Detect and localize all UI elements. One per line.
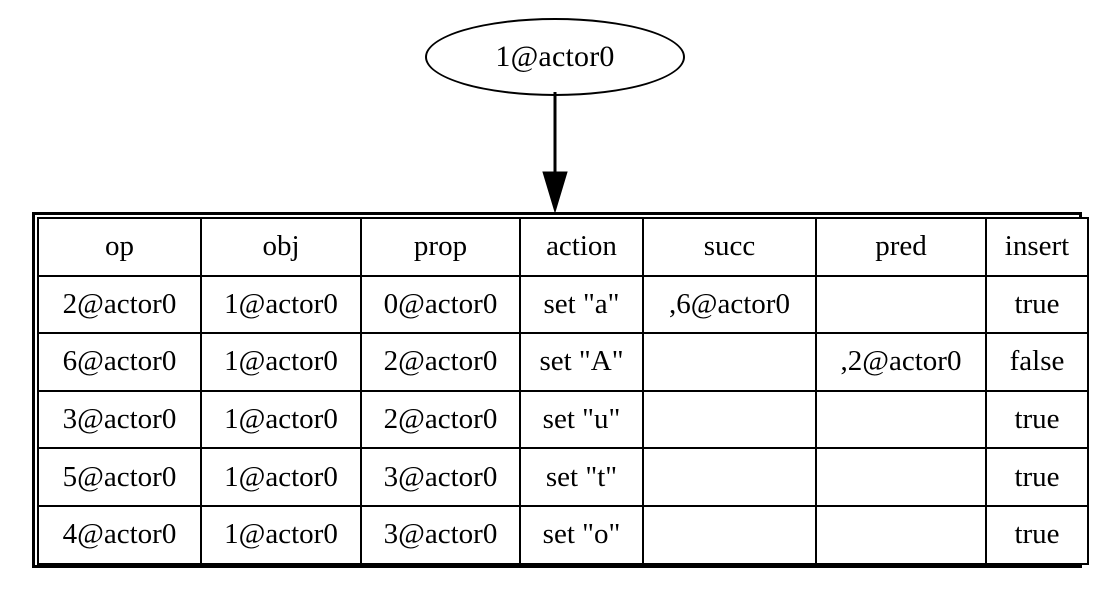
cell-succ bbox=[642, 447, 817, 507]
table-row: 5@actor0 1@actor0 3@actor0 set "t" true bbox=[37, 447, 1089, 507]
cell-prop: 3@actor0 bbox=[360, 447, 521, 507]
cell-pred bbox=[815, 504, 987, 565]
table-header-row: op obj prop action succ pred insert bbox=[37, 217, 1089, 277]
edge-arrow-node-to-table bbox=[542, 92, 568, 214]
cell-obj: 1@actor0 bbox=[200, 389, 362, 450]
node-actor-ellipse[interactable]: 1@actor0 bbox=[425, 18, 685, 96]
column-header-action: action bbox=[519, 217, 644, 277]
cell-action: set "A" bbox=[519, 332, 644, 392]
cell-succ bbox=[642, 332, 817, 392]
cell-prop: 0@actor0 bbox=[360, 274, 521, 335]
cell-pred bbox=[815, 447, 987, 507]
cell-prop: 2@actor0 bbox=[360, 332, 521, 392]
cell-action: set "u" bbox=[519, 389, 644, 450]
cell-insert: false bbox=[985, 332, 1089, 392]
op-table: op obj prop action succ pred insert 2@ac… bbox=[32, 212, 1089, 568]
cell-succ bbox=[642, 389, 817, 450]
column-header-pred: pred bbox=[815, 217, 987, 277]
column-header-prop: prop bbox=[360, 217, 521, 277]
cell-action: set "o" bbox=[519, 504, 644, 565]
column-header-op: op bbox=[37, 217, 202, 277]
cell-prop: 3@actor0 bbox=[360, 504, 521, 565]
cell-obj: 1@actor0 bbox=[200, 504, 362, 565]
cell-pred: ,2@actor0 bbox=[815, 332, 987, 392]
cell-succ: ,6@actor0 bbox=[642, 274, 817, 335]
cell-pred bbox=[815, 274, 987, 335]
cell-op: 5@actor0 bbox=[37, 447, 202, 507]
cell-prop: 2@actor0 bbox=[360, 389, 521, 450]
cell-insert: true bbox=[985, 447, 1089, 507]
table-row: 3@actor0 1@actor0 2@actor0 set "u" true bbox=[37, 389, 1089, 450]
table-row: 4@actor0 1@actor0 3@actor0 set "o" true bbox=[37, 504, 1089, 565]
cell-succ bbox=[642, 504, 817, 565]
cell-pred bbox=[815, 389, 987, 450]
column-header-obj: obj bbox=[200, 217, 362, 277]
cell-action: set "a" bbox=[519, 274, 644, 335]
cell-obj: 1@actor0 bbox=[200, 447, 362, 507]
cell-op: 3@actor0 bbox=[37, 389, 202, 450]
cell-obj: 1@actor0 bbox=[200, 332, 362, 392]
table-row: 2@actor0 1@actor0 0@actor0 set "a" ,6@ac… bbox=[37, 274, 1089, 335]
cell-obj: 1@actor0 bbox=[200, 274, 362, 335]
arrowhead-icon bbox=[542, 171, 568, 214]
column-header-insert: insert bbox=[985, 217, 1089, 277]
cell-insert: true bbox=[985, 274, 1089, 335]
table-row: 6@actor0 1@actor0 2@actor0 set "A" ,2@ac… bbox=[37, 332, 1089, 392]
node-label: 1@actor0 bbox=[495, 40, 615, 73]
cell-op: 4@actor0 bbox=[37, 504, 202, 565]
column-header-succ: succ bbox=[642, 217, 817, 277]
cell-insert: true bbox=[985, 504, 1089, 565]
cell-insert: true bbox=[985, 389, 1089, 450]
cell-op: 2@actor0 bbox=[37, 274, 202, 335]
cell-op: 6@actor0 bbox=[37, 332, 202, 392]
cell-action: set "t" bbox=[519, 447, 644, 507]
